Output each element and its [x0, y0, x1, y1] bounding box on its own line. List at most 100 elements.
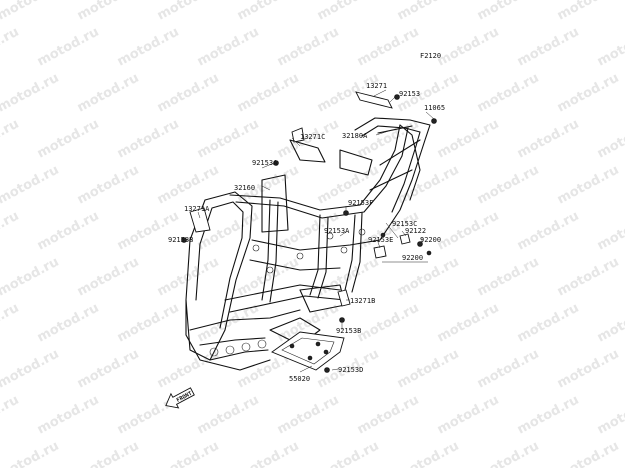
label-92153a-mid: 92153A: [324, 227, 350, 235]
watermark-text: motod.ru: [0, 347, 62, 392]
watermark-text: motod.ru: [395, 0, 462, 24]
watermark-text: motod.ru: [595, 301, 625, 346]
watermark-text: motod.ru: [275, 25, 342, 70]
watermark-text: motod.ru: [315, 439, 382, 468]
watermark-text: motod.ru: [555, 439, 622, 468]
watermark-text: motod.ru: [115, 25, 182, 70]
frame-drawing: [185, 91, 431, 371]
watermark-text: motod.ru: [0, 0, 62, 24]
watermark-text: motod.ru: [515, 25, 582, 70]
watermark-text: motod.ru: [515, 393, 582, 438]
label-13271c: 13271C: [300, 133, 325, 141]
hardware-parts: [181, 94, 437, 373]
watermark-text: motod.ru: [115, 117, 182, 162]
watermark-text: motod.ru: [75, 255, 142, 300]
watermark-text: motod.ru: [515, 301, 582, 346]
label-92153: 92153: [399, 90, 420, 98]
watermark-text: motod.ru: [35, 301, 102, 346]
watermark-text: motod.ru: [0, 163, 62, 208]
watermark-text: motod.ru: [475, 255, 542, 300]
watermark-text: motod.ru: [155, 71, 222, 116]
watermark-text: motod.ru: [275, 393, 342, 438]
watermark-text: motod.ru: [475, 0, 542, 24]
watermark-text: motod.ru: [195, 117, 262, 162]
watermark-text: motod.ru: [75, 439, 142, 468]
label-92153d: 92153D: [338, 366, 363, 374]
watermark-text: motod.ru: [555, 71, 622, 116]
watermark-text: motod.ru: [315, 71, 382, 116]
watermark-text: motod.ru: [315, 0, 382, 24]
label-92153b-left: 92153B: [168, 236, 193, 244]
watermark-text: motod.ru: [35, 393, 102, 438]
label-92122: 92122: [405, 227, 426, 235]
watermark-text: motod.ru: [595, 117, 625, 162]
watermark-text: motod.ru: [395, 163, 462, 208]
watermark-text: motod.ru: [555, 163, 622, 208]
watermark-text: motod.ru: [235, 71, 302, 116]
watermark-text: motod.ru: [155, 347, 222, 392]
watermark-text: motod.ru: [35, 209, 102, 254]
diagram-code: F2120: [420, 52, 441, 60]
watermark-text: motod.ru: [35, 25, 102, 70]
watermark-text: motod.ru: [475, 439, 542, 468]
watermark-text: motod.ru: [195, 393, 262, 438]
watermark-text: motod.ru: [475, 163, 542, 208]
watermark-text: motod.ru: [0, 209, 22, 254]
watermark-text: motod.ru: [595, 393, 625, 438]
watermark-text: motod.ru: [155, 0, 222, 24]
watermark-text: motod.ru: [235, 0, 302, 24]
watermark-text: motod.ru: [395, 347, 462, 392]
watermark-text: motod.ru: [75, 163, 142, 208]
watermark-text: motod.ru: [195, 25, 262, 70]
watermark-text: motod.ru: [395, 439, 462, 468]
watermark-text: motod.ru: [155, 439, 222, 468]
watermark-text: motod.ru: [555, 347, 622, 392]
label-55020: 55020: [289, 375, 310, 383]
label-92200-right: 92200: [420, 236, 441, 244]
label-13271a: 13271A: [184, 205, 210, 213]
label-92153f: 92153F: [348, 199, 373, 207]
watermark-text: motod.ru: [555, 255, 622, 300]
label-32180a: 32180A: [342, 132, 368, 140]
watermark-text: motod.ru: [355, 393, 422, 438]
label-92153c: 92153C: [392, 220, 417, 228]
watermark-text: motod.ru: [0, 301, 22, 346]
label-92200-bottom: 92200: [402, 254, 423, 262]
watermark-text: motod.ru: [0, 439, 62, 468]
skid-plate-55020: [271, 331, 345, 371]
watermark-text: motod.ru: [435, 117, 502, 162]
watermark-text: motod.ru: [0, 255, 62, 300]
watermark-text: motod.ru: [555, 0, 622, 24]
watermark-text: motod.ru: [115, 301, 182, 346]
label-13271: 13271: [366, 82, 387, 90]
watermark-text: motod.ru: [435, 25, 502, 70]
label-32160: 32160: [234, 184, 255, 192]
part-labels: 13271 92153 11065 32180A 13271C 92153A 3…: [168, 82, 445, 383]
label-92153a-upper: 92153A: [252, 159, 278, 167]
watermark-text: motod.ru: [475, 347, 542, 392]
watermark-text: motod.ru: [435, 301, 502, 346]
watermark-text: motod.ru: [595, 209, 625, 254]
watermark-text: motod.ru: [35, 117, 102, 162]
watermark-text: motod.ru: [0, 71, 62, 116]
watermark-text: motod.ru: [75, 0, 142, 24]
label-92153e: 92153E: [368, 236, 393, 244]
watermark-text: motod.ru: [155, 163, 222, 208]
leader-lines: [186, 89, 435, 373]
watermark-text: motod.ru: [75, 71, 142, 116]
watermark-text: motod.ru: [475, 71, 542, 116]
watermark-text: motod.ru: [0, 117, 22, 162]
watermark-text: motod.ru: [0, 393, 22, 438]
watermark-text: motod.ru: [515, 209, 582, 254]
watermark-text: motod.ru: [355, 25, 422, 70]
label-11065: 11065: [424, 104, 445, 112]
label-13271b: 13271B: [350, 297, 375, 305]
label-92153b-lower: 92153B: [336, 327, 361, 335]
watermark-text: motod.ru: [235, 439, 302, 468]
watermark-text: motod.ru: [0, 25, 22, 70]
watermark-text: motod.ru: [515, 117, 582, 162]
watermark-text: motod.ru: [595, 25, 625, 70]
watermark-text: motod.ru: [75, 347, 142, 392]
watermark-text: motod.ru: [355, 301, 422, 346]
